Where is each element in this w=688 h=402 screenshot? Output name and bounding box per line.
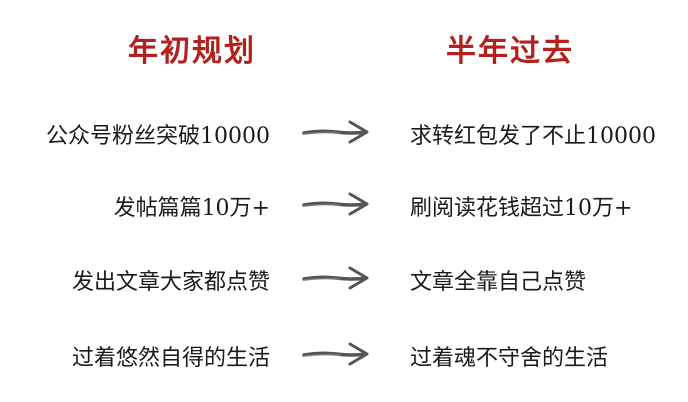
plan-text: 发出文章大家都点赞 bbox=[71, 270, 270, 295]
brush-arrow-right-icon bbox=[302, 192, 369, 216]
brush-arrow-right-icon bbox=[302, 120, 369, 144]
plan-text: 公众号粉丝突破10000 bbox=[46, 124, 270, 149]
reality-text: 刷阅读花钱超过10万+ bbox=[410, 196, 633, 221]
reality-text: 求转红包发了不止10000 bbox=[410, 124, 656, 149]
comparison-row: 公众号粉丝突破10000 求转红包发了不止10000 bbox=[0, 112, 688, 152]
brush-arrow-right-icon bbox=[302, 266, 369, 290]
reality-text: 过着魂不守舍的生活 bbox=[410, 346, 609, 371]
brush-arrow-right-icon bbox=[302, 342, 369, 366]
comparison-row: 发帖篇篇10万+ 刷阅读花钱超过10万+ bbox=[0, 184, 688, 224]
title-year-start: 年初规划 bbox=[128, 34, 256, 69]
title-half-year-later: 半年过去 bbox=[446, 34, 574, 69]
comparison-row: 发出文章大家都点赞 文章全靠自己点赞 bbox=[0, 258, 688, 298]
plan-text: 发帖篇篇10万+ bbox=[113, 196, 270, 221]
comparison-row: 过着悠然自得的生活 过着魂不守舍的生活 bbox=[0, 334, 688, 374]
reality-text: 文章全靠自己点赞 bbox=[410, 270, 587, 295]
plan-text: 过着悠然自得的生活 bbox=[71, 346, 270, 371]
